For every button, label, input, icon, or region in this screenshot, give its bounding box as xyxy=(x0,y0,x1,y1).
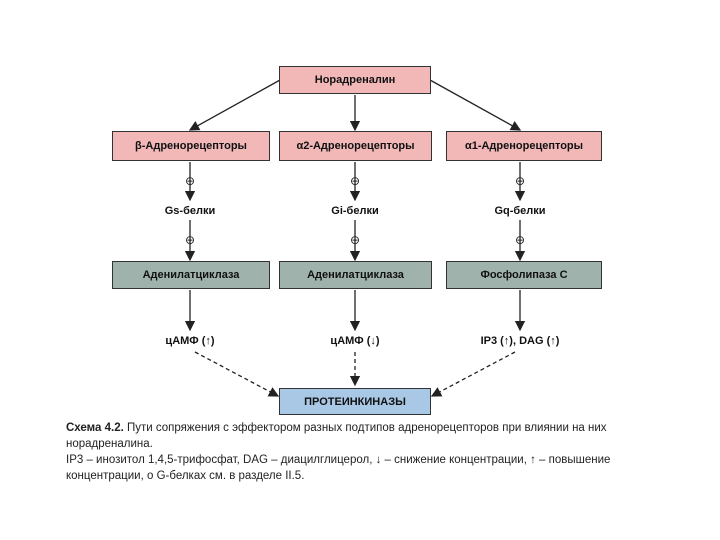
gq-proteins-label: Gq-белки xyxy=(494,205,546,217)
plus-sign-3: ⊕ xyxy=(514,174,526,188)
plus-sign-1: ⊕ xyxy=(184,174,196,188)
camp-increase-label: цАМФ (↑) xyxy=(165,335,215,347)
plus-sign-2: ⊕ xyxy=(349,174,361,188)
caption-title: Схема 4.2. xyxy=(66,422,124,434)
beta-receptors-box: β-Адренорецепторы xyxy=(112,131,270,161)
arrow-na-alpha1 xyxy=(429,79,522,131)
ip3-dag-label: IP3 (↑), DAG (↑) xyxy=(480,335,560,347)
adenylate-cyclase-box-1: Аденилатциклаза xyxy=(112,261,270,289)
caption-line-1: Пути сопряжения с эффектором разных подт… xyxy=(66,422,607,450)
alpha1-receptors-box: α1-Адренорецепторы xyxy=(446,131,602,161)
phospholipase-c-box: Фосфолипаза С xyxy=(446,261,602,289)
noradrenaline-box: Норадреналин xyxy=(279,66,431,94)
adenylate-cyclase-box-2: Аденилатциклаза xyxy=(279,261,432,289)
camp-decrease-label: цАМФ (↓) xyxy=(330,335,380,347)
plus-sign-5: ⊕ xyxy=(514,233,526,247)
gs-proteins-label: Gs-белки xyxy=(164,205,216,217)
alpha2-receptors-box: α2-Адренорецепторы xyxy=(279,131,432,161)
arrow-ip3-pk xyxy=(430,351,516,397)
caption-line-2: IP3 – инозитол 1,4,5-трифосфат, DAG – ди… xyxy=(66,454,611,482)
gi-proteins-label: Gi-белки xyxy=(331,205,379,217)
minus-sign: ⊖ xyxy=(349,233,361,247)
arrow-na-beta xyxy=(188,79,281,131)
arrow-camp1-pk xyxy=(194,351,280,397)
plus-sign-4: ⊕ xyxy=(184,233,196,247)
figure-caption: Схема 4.2. Пути сопряжения с эффектором … xyxy=(66,420,666,484)
protein-kinases-box: ПРОТЕИНКИНАЗЫ xyxy=(279,388,431,415)
arrows-layer xyxy=(184,79,526,397)
